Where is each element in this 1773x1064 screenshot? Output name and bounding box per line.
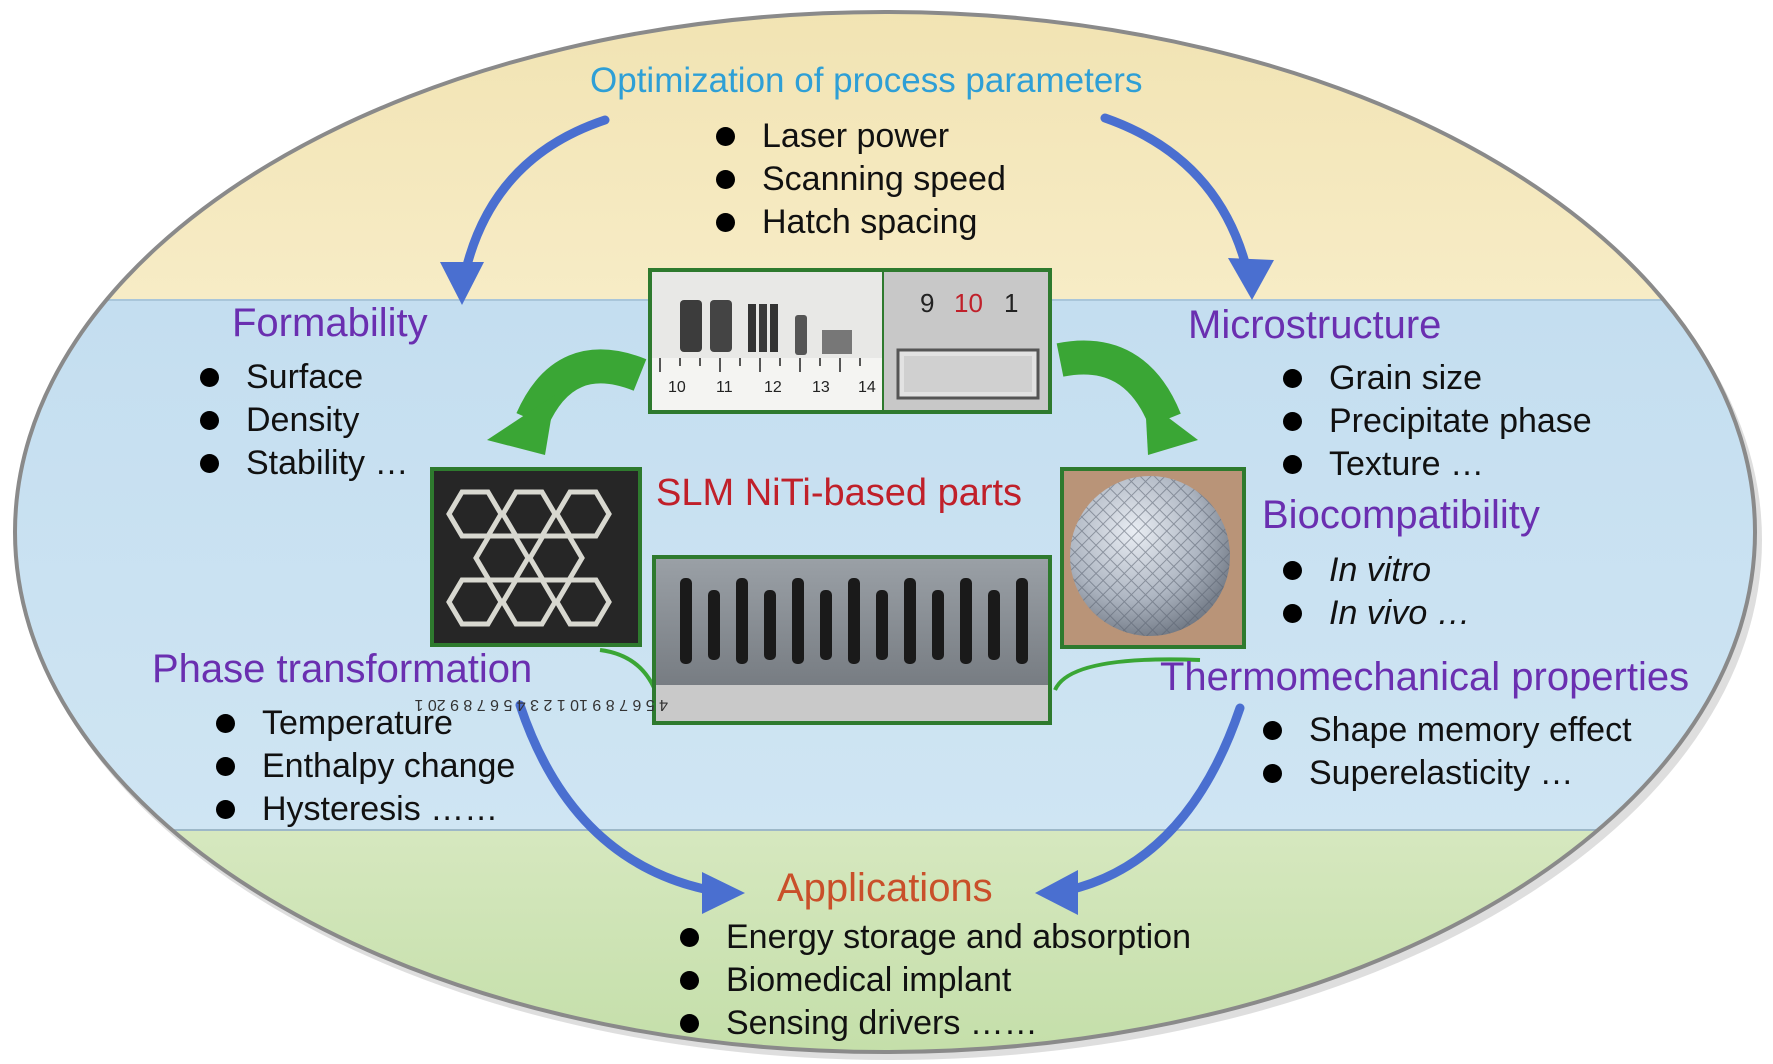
list-item: Scanning speed bbox=[716, 158, 1006, 201]
blue-arrowheads bbox=[440, 258, 1274, 915]
list-microstructure: Grain size Precipitate phase Texture … bbox=[1283, 357, 1592, 486]
photo-samples bbox=[648, 268, 1052, 414]
arrow-bottom-right bbox=[1050, 703, 1245, 898]
list-item: Stability … bbox=[200, 442, 409, 485]
list-process-parameters: Laser power Scanning speed Hatch spacing bbox=[716, 115, 1006, 244]
ruler-tick-label: 13 bbox=[812, 379, 830, 396]
ruler-zoom-numbers: 9 10 1 bbox=[920, 288, 1018, 318]
heading-phase-transformation: Phase transformation bbox=[152, 647, 533, 691]
heading-microstructure: Microstructure bbox=[1188, 303, 1442, 347]
list-item: Temperature bbox=[216, 702, 515, 745]
green-arrows bbox=[516, 340, 1181, 428]
list-item: Superelasticity … bbox=[1263, 752, 1632, 795]
heading-formability: Formability bbox=[232, 301, 428, 345]
list-item: Surface bbox=[200, 356, 409, 399]
list-phase-transformation: Temperature Enthalpy change Hysteresis …… bbox=[216, 702, 515, 831]
ruler-tick-label: 14 bbox=[858, 379, 876, 396]
green-arrow-right bbox=[1056, 340, 1181, 427]
list-item: Hysteresis …… bbox=[216, 788, 515, 831]
photo-stent bbox=[652, 555, 1052, 725]
arrow-bottom-left bbox=[515, 700, 730, 898]
list-item: Energy storage and absorption bbox=[680, 916, 1191, 959]
list-applications: Energy storage and absorption Biomedical… bbox=[680, 916, 1191, 1045]
list-item: In vitro bbox=[1283, 549, 1471, 592]
list-item: Sensing drivers …… bbox=[680, 1002, 1191, 1045]
ruler-zoom-label: 10 bbox=[954, 288, 983, 318]
blue-arrows bbox=[457, 113, 1255, 898]
arrow-top-right bbox=[1100, 113, 1255, 288]
list-item: In vivo … bbox=[1283, 592, 1471, 635]
list-item: Biomedical implant bbox=[680, 959, 1191, 1002]
list-item-text: In vivo … bbox=[1329, 594, 1471, 632]
photo-honeycomb bbox=[430, 467, 642, 647]
center-title: SLM NiTi-based parts bbox=[656, 472, 1023, 514]
arrow-top-left bbox=[457, 115, 610, 293]
list-biocompatibility: In vitro In vivo … bbox=[1283, 549, 1471, 635]
ruler-tick-label: 11 bbox=[716, 379, 733, 396]
ruler-top-numbers: 10 11 12 13 14 bbox=[668, 379, 876, 396]
green-arrowheads bbox=[487, 395, 1198, 455]
ruler-zoom-label: 1 bbox=[1004, 288, 1018, 318]
photo-lattice-sphere bbox=[1060, 467, 1246, 649]
ruler-tick-label: 12 bbox=[764, 379, 782, 396]
heading-thermomechanical: Thermomechanical properties bbox=[1160, 655, 1690, 699]
list-item: Shape memory effect bbox=[1263, 709, 1632, 752]
list-item: Texture … bbox=[1283, 443, 1592, 486]
list-item: Precipitate phase bbox=[1283, 400, 1592, 443]
list-item: Enthalpy change bbox=[216, 745, 515, 788]
ruler-bottom-label: 4 5 6 7 8 9 10 1 2 3 4 5 6 7 8 9 20 1 bbox=[414, 696, 668, 713]
list-item: Grain size bbox=[1283, 357, 1592, 400]
list-item: Laser power bbox=[716, 115, 1006, 158]
green-arrow-left bbox=[516, 349, 647, 428]
list-item: Density bbox=[200, 399, 409, 442]
list-formability: Surface Density Stability … bbox=[200, 356, 409, 485]
heading-optimization: Optimization of process parameters bbox=[590, 61, 1143, 100]
list-item: Hatch spacing bbox=[716, 201, 1006, 244]
ruler-tick-label: 10 bbox=[668, 379, 686, 396]
heading-applications: Applications bbox=[777, 866, 993, 910]
ellipse-border bbox=[13, 10, 1757, 1054]
heading-biocompatibility: Biocompatibility bbox=[1262, 493, 1540, 537]
green-bracket bbox=[599, 648, 1201, 691]
list-item-text: In vitro bbox=[1329, 551, 1432, 589]
ruler-zoom-label: 9 bbox=[920, 288, 934, 318]
list-thermomechanical: Shape memory effect Superelasticity … bbox=[1263, 709, 1632, 795]
